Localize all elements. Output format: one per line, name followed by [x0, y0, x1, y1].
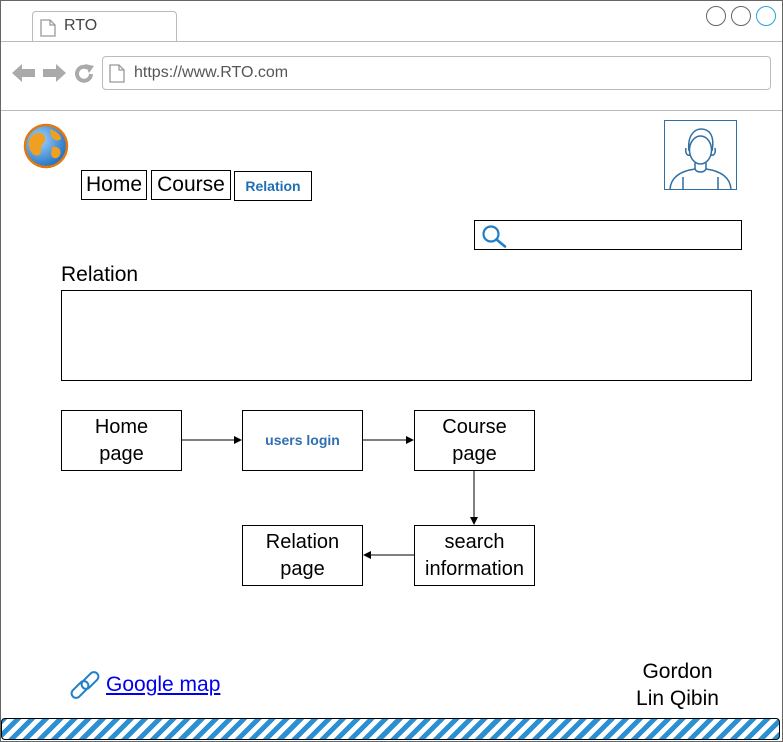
flow-node-home-label: Home page — [94, 415, 149, 465]
search-icon[interactable] — [481, 224, 507, 248]
user-avatar-icon — [669, 128, 732, 190]
author-credit: Gordon Lin Qibin — [600, 658, 755, 712]
address-bar: https://www.RTO.com — [1, 42, 782, 111]
minimize-button[interactable] — [706, 6, 726, 26]
author-name-line2: Lin Qibin — [636, 687, 719, 710]
flow-node-login-label: users login — [265, 432, 340, 448]
tab-title: RTO — [64, 17, 98, 34]
flow-node-course-label: Course page — [442, 415, 507, 465]
flow-node-login: users login — [242, 410, 363, 471]
document-icon — [40, 19, 56, 37]
globe-icon[interactable] — [23, 123, 69, 169]
google-map-link-text[interactable]: Google map — [106, 673, 221, 696]
nav-relation[interactable]: Relation — [234, 171, 312, 201]
nav-course-label: Course — [157, 173, 225, 196]
flow-node-search: search information — [414, 525, 535, 586]
flow-node-course: Course page — [414, 410, 535, 471]
link-icon — [70, 671, 100, 699]
search-box[interactable] — [474, 220, 742, 250]
title-bar: RTO — [1, 1, 782, 42]
user-avatar[interactable] — [664, 120, 737, 190]
search-input[interactable] — [511, 224, 741, 248]
relation-content-box — [61, 290, 752, 381]
page-icon — [109, 64, 125, 83]
flow-node-search-label: search information — [425, 530, 524, 580]
back-arrow-icon[interactable] — [12, 63, 36, 83]
google-map-link[interactable]: Google map — [68, 668, 220, 702]
close-button[interactable] — [756, 6, 776, 26]
author-name-line1: Gordon — [642, 660, 713, 683]
flow-node-home: Home page — [61, 410, 182, 471]
nav-relation-label: Relation — [245, 178, 301, 194]
url-text: https://www.RTO.com — [134, 64, 289, 81]
reload-icon[interactable] — [73, 63, 95, 85]
section-heading: Relation — [61, 263, 139, 286]
maximize-button[interactable] — [731, 6, 751, 26]
nav-home-label: Home — [85, 173, 143, 196]
nav-course[interactable]: Course — [151, 170, 231, 200]
forward-arrow-icon[interactable] — [42, 63, 66, 83]
flow-node-relation: Relation page — [242, 525, 363, 586]
flow-node-relation-label: Relation page — [265, 530, 340, 580]
nav-home[interactable]: Home — [81, 170, 147, 200]
url-field[interactable]: https://www.RTO.com — [102, 56, 771, 90]
footer-hatch-bar — [1, 718, 780, 740]
browser-tab[interactable]: RTO — [32, 11, 177, 41]
